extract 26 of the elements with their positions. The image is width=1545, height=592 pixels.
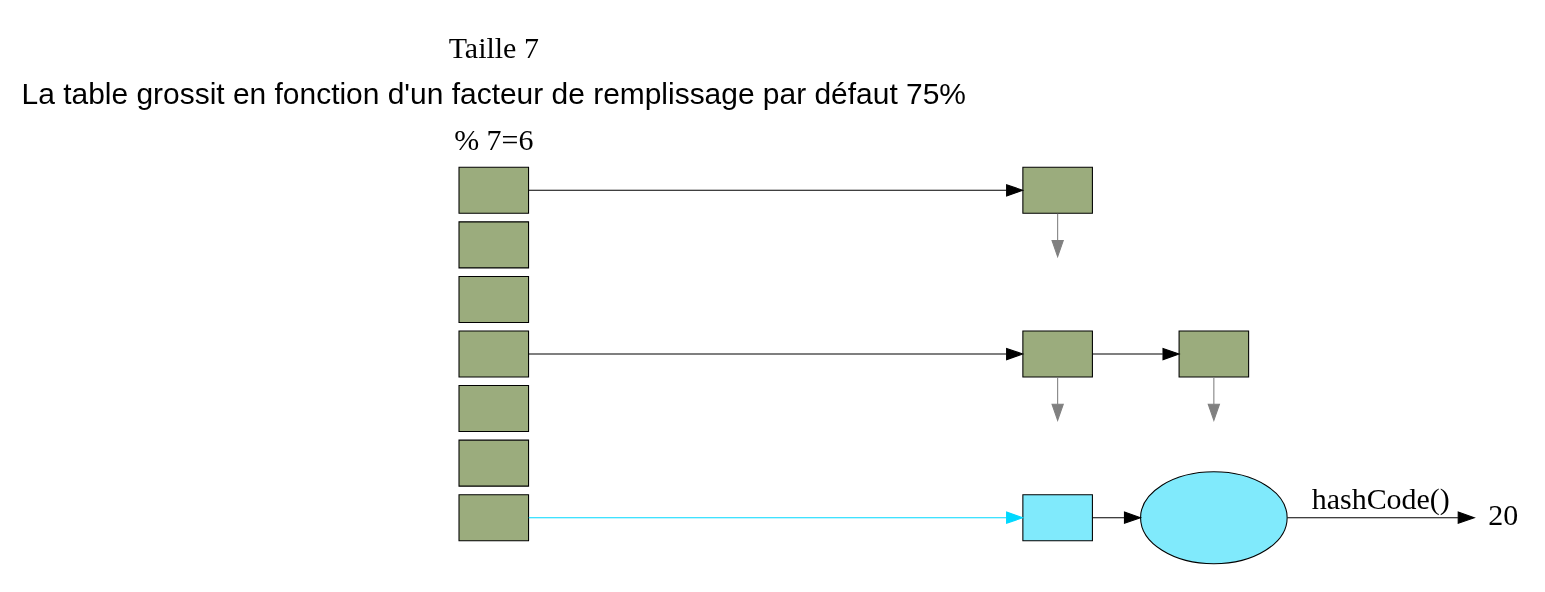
node-box bbox=[458, 493, 530, 541]
arrow bbox=[528, 510, 1025, 524]
node-box bbox=[458, 329, 530, 378]
arrow bbox=[1092, 510, 1143, 524]
label: Taille 7 bbox=[448, 30, 539, 64]
node-box bbox=[1022, 329, 1093, 378]
node-text: 20 bbox=[1488, 497, 1519, 531]
arrow bbox=[1051, 212, 1064, 258]
arrow bbox=[1207, 376, 1221, 422]
arrow bbox=[528, 347, 1025, 360]
node-box bbox=[1178, 329, 1250, 378]
node-box bbox=[458, 275, 530, 323]
node-box bbox=[458, 220, 530, 268]
label: % 7=6 bbox=[454, 122, 534, 156]
node-box bbox=[458, 166, 530, 214]
node-box bbox=[1022, 166, 1093, 214]
arrow bbox=[528, 183, 1025, 197]
node-box bbox=[458, 439, 530, 487]
arrow bbox=[1092, 347, 1181, 360]
label: La table grossit en fonction d'un facteur de remplissage par défaut 75% bbox=[21, 76, 966, 110]
node-box bbox=[1022, 493, 1093, 541]
node-box bbox=[458, 384, 530, 432]
arrow bbox=[1051, 376, 1064, 422]
arrow bbox=[1286, 510, 1476, 524]
node-ellipse bbox=[1140, 470, 1288, 564]
edge-label: hashCode() bbox=[1311, 481, 1450, 515]
